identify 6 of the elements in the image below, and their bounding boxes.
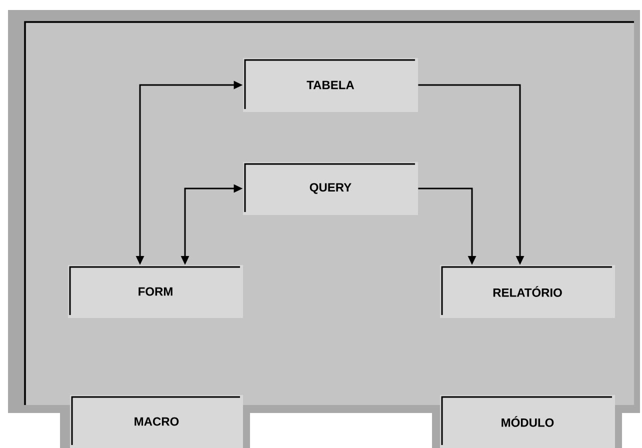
- process-box: RELATÓRIO: [440, 265, 615, 318]
- process-box: QUERY: [243, 162, 418, 215]
- process-box: MÓDULO: [440, 395, 615, 448]
- process-box: TABELA: [243, 58, 418, 112]
- process-box: MACRO: [70, 395, 243, 448]
- process-box: FORM: [68, 265, 243, 318]
